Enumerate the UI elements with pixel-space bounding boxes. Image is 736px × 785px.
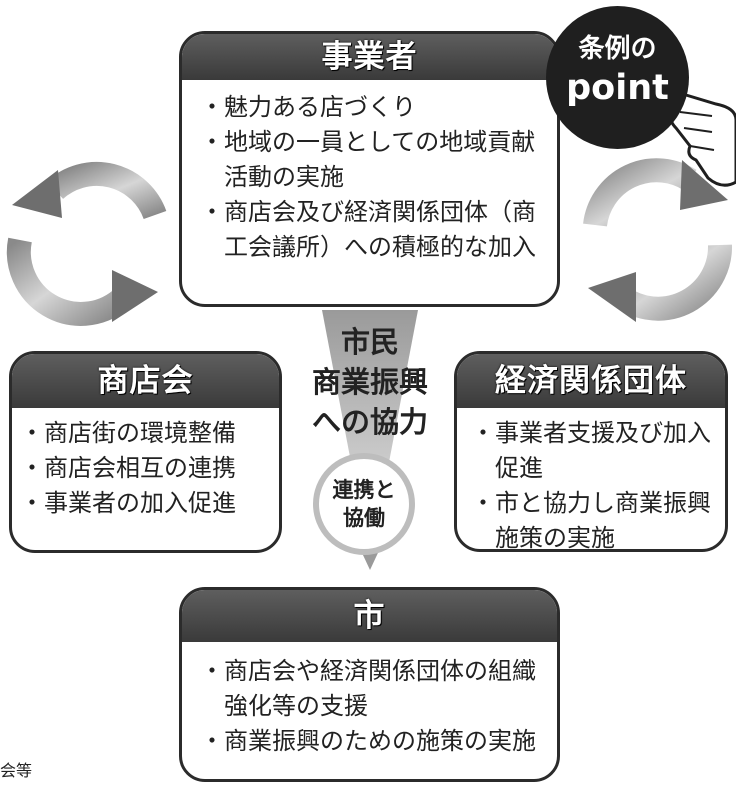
business-operators-header: 事業者 xyxy=(182,34,557,80)
list-item: 魅力ある店づくり xyxy=(200,90,549,125)
list-item: 商店街の環境整備 xyxy=(20,416,275,451)
list-item: 商店会や経済関係団体の組織強化等の支援 xyxy=(200,654,547,724)
shopping-association-header: 商店会 xyxy=(12,354,279,408)
economic-organizations-box: 経済関係団体 事業者支援及び加入促進 市と協力し商業振興施策の実施 xyxy=(454,351,728,552)
list-item: 商業振興のための施策の実施 xyxy=(200,724,547,759)
list-item: 事業者の加入促進 xyxy=(20,486,275,521)
footnote-text: 会等 xyxy=(0,761,33,780)
right-cycle-arrow-icon xyxy=(583,158,732,322)
shopping-association-list: 商店街の環境整備 商店会相互の連携 事業者の加入促進 xyxy=(12,408,279,521)
business-operators-box: 事業者 魅力ある店づくり 地域の一員としての地域貢献活動の実施 商店会及び経済関… xyxy=(179,31,560,307)
economic-organizations-list: 事業者支援及び加入促進 市と協力し商業振興施策の実施 xyxy=(457,408,725,549)
economic-organizations-header: 経済関係団体 xyxy=(457,354,725,408)
list-item: 市と協力し商業振興施策の実施 xyxy=(471,486,715,549)
citizen-cooperation-label: 市民 商業振興 への協力 xyxy=(311,325,428,439)
list-item: 商店会相互の連携 xyxy=(20,451,275,486)
city-list: 商店会や経済関係団体の組織強化等の支援 商業振興のための施策の実施 xyxy=(182,642,557,759)
list-item: 事業者支援及び加入促進 xyxy=(471,416,715,486)
list-item: 地域の一員としての地域貢献活動の実施 xyxy=(200,125,549,195)
city-header: 市 xyxy=(182,590,557,642)
ordinance-point-badge: 条例の point xyxy=(546,6,689,149)
list-item: 商店会及び経済関係団体（商工会議所）への積極的な加入 xyxy=(200,195,549,265)
left-cycle-arrow-icon xyxy=(6,161,167,326)
shopping-association-box: 商店会 商店街の環境整備 商店会相互の連携 事業者の加入促進 xyxy=(9,351,282,553)
cooperation-circle: 連携と 協働 xyxy=(313,453,415,555)
city-box: 市 商店会や経済関係団体の組織強化等の支援 商業振興のための施策の実施 xyxy=(179,587,560,782)
business-operators-list: 魅力ある店づくり 地域の一員としての地域貢献活動の実施 商店会及び経済関係団体（… xyxy=(182,80,557,265)
